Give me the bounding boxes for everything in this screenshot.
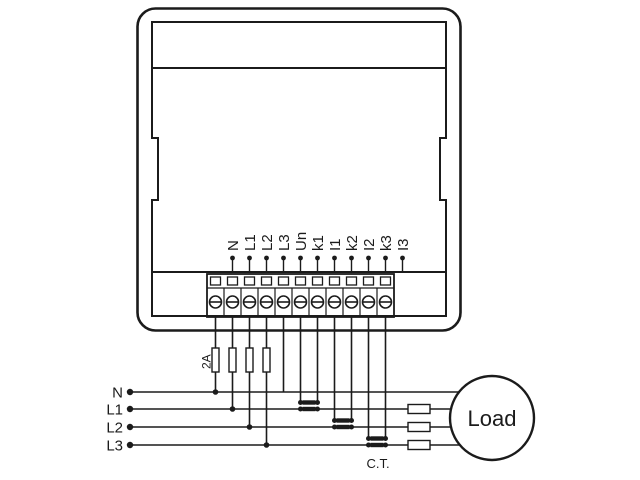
ct-3-primary-bar <box>370 442 384 448</box>
terminal-10-label: k3 <box>378 235 395 251</box>
ct-2-primary-bar <box>336 424 350 430</box>
ct-2-secondary-dot-right <box>349 418 354 423</box>
supply-line-label-4: L3 <box>106 437 123 454</box>
load-label: Load <box>468 406 517 431</box>
terminal-8-clamp <box>328 276 341 286</box>
voltage-fuse-4 <box>262 347 271 373</box>
supply-terminal-dot-4 <box>126 441 134 449</box>
supply-line-label-2: L1 <box>106 401 123 418</box>
fuse-rating-label: 2A <box>200 354 214 369</box>
supply-line-label-3: L2 <box>106 419 123 436</box>
supply-terminal-dot-1 <box>126 388 134 396</box>
meter-housing-outer <box>136 7 462 332</box>
ct-3-secondary-dot-right <box>383 436 388 441</box>
load-fuse-1 <box>407 403 431 415</box>
supply-terminal-dot-2 <box>126 405 134 413</box>
terminal-11-clamp <box>379 276 392 286</box>
ct-1-secondary-bar <box>302 400 316 405</box>
terminal-6-clamp <box>294 276 307 286</box>
ct-1-primary-dot-right <box>315 406 320 412</box>
voltage-fuse-1 <box>211 347 220 373</box>
ct-2-primary-dot-right <box>349 424 354 430</box>
terminal-4-clamp <box>260 276 273 286</box>
ct-1-primary-dot-left <box>298 406 303 412</box>
supply-terminal-dot-3 <box>126 423 134 431</box>
ct-label: C.T. <box>366 456 389 471</box>
meter-wiring <box>211 317 387 448</box>
terminal-3-label: L2 <box>259 234 276 251</box>
terminal-7-label: I1 <box>327 238 344 251</box>
terminal-1-label: N <box>225 240 242 251</box>
voltage-fuse-3 <box>245 347 254 373</box>
terminal-5-label: Un <box>293 232 310 251</box>
voltage-fuse-2 <box>228 347 237 373</box>
terminal-8-label: k2 <box>344 235 361 251</box>
meter-housing-inner <box>151 21 447 317</box>
terminal-9-label: I2 <box>361 238 378 251</box>
junction-dot-3 <box>246 424 253 430</box>
terminal-11-label: I3 <box>395 238 412 251</box>
load-circle <box>448 374 536 462</box>
terminal-10-clamp <box>362 276 375 286</box>
load-fuse-3 <box>407 439 431 451</box>
terminal-3-clamp <box>243 276 256 286</box>
supply-line-label-1: N <box>112 384 123 401</box>
load: Load <box>407 374 536 462</box>
terminal-4-label: L3 <box>276 234 293 251</box>
terminal-block <box>206 273 395 318</box>
terminal-6-label: k1 <box>310 235 327 251</box>
ct-1-secondary-dot-right <box>315 400 320 405</box>
ct-3-secondary-bar <box>370 436 384 441</box>
ct-3-secondary-dot-left <box>366 436 371 441</box>
load-fuse-2 <box>407 421 431 433</box>
terminal-2-label: L1 <box>242 234 259 251</box>
junction-dot-1 <box>212 389 219 395</box>
terminal-2-clamp <box>226 276 239 286</box>
terminal-9-clamp <box>345 276 358 286</box>
ct-2-primary-dot-left <box>332 424 337 430</box>
ct-1-secondary-dot-left <box>298 400 303 405</box>
ct-3-primary-dot-right <box>383 442 388 448</box>
ct-2-secondary-dot-left <box>332 418 337 423</box>
terminal-1-clamp <box>209 276 222 286</box>
ct-2-secondary-bar <box>336 418 350 423</box>
terminal-5-clamp <box>277 276 290 286</box>
ct-3-primary-dot-left <box>366 442 371 448</box>
terminal-7-clamp <box>311 276 324 286</box>
junction-dot-2 <box>229 406 236 412</box>
current-transformers <box>298 400 388 448</box>
ct-1-primary-bar <box>302 406 316 412</box>
junction-dot-4 <box>263 442 270 448</box>
